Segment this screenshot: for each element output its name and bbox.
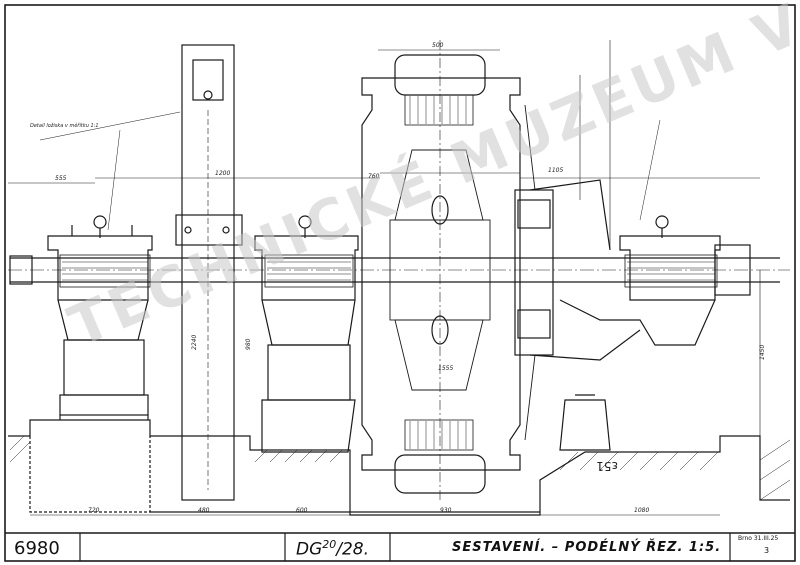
type-prefix: DG: [296, 539, 323, 560]
sheet-date: Brno 31.III.25: [738, 535, 779, 542]
foundation-hatch: [9, 435, 791, 501]
dim-shaft2: 760: [368, 173, 380, 180]
type-sup: 20: [322, 538, 337, 551]
vertical-column: [175, 44, 243, 501]
sheet-border: [4, 4, 796, 562]
foundation-pit: [29, 436, 151, 513]
left-bearing-pedestal: [47, 215, 153, 420]
dim-vert1: 2240: [191, 335, 198, 350]
foundation-outline: [8, 419, 790, 516]
dim-base3: 600: [296, 507, 308, 514]
weight-block: [559, 394, 611, 451]
dim-vert2: 980: [245, 338, 252, 350]
dim-left: 555: [55, 175, 67, 182]
dim-base5: 1080: [634, 507, 649, 514]
right-bearing: [559, 215, 751, 346]
dim-height: 1450: [759, 345, 766, 360]
annotation-note: Detail ložiska v měřítku 1:1: [30, 122, 99, 129]
exciter-coupling: [514, 104, 641, 441]
type-label: DG20/28.: [296, 538, 369, 560]
dim-mid: 1555: [438, 365, 453, 372]
dim-base4: 930: [440, 507, 452, 514]
stamp-mark: ε51: [596, 459, 618, 473]
dim-shaft1: 1200: [215, 170, 230, 177]
drawing-number: 6980: [14, 538, 60, 559]
generator-body: [361, 40, 521, 500]
dim-base1: 720: [88, 507, 100, 514]
sheet-title: SESTAVENÍ. – PODÉLNÝ ŘEZ. 1:5.: [452, 540, 722, 555]
sheet-number: 3: [764, 546, 770, 555]
main-shaft: [8, 255, 790, 285]
type-suffix: /28.: [336, 539, 370, 560]
dim-base2: 480: [198, 507, 210, 514]
middle-bearing-pedestal: [254, 215, 359, 453]
dim-top: 500: [432, 42, 444, 49]
dimension-lines: [8, 40, 761, 516]
dim-right: 1105: [548, 167, 563, 174]
